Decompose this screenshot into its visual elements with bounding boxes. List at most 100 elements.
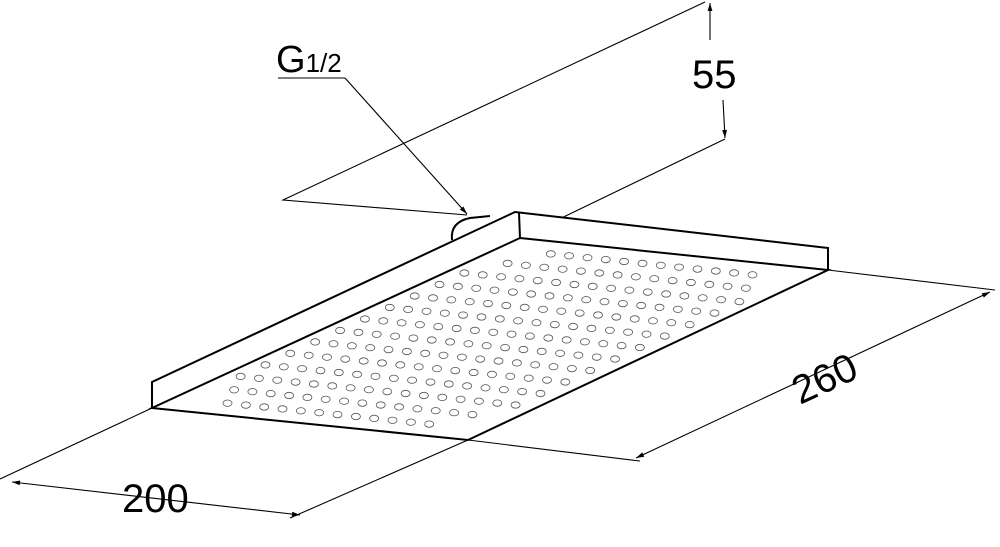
- nozzle-hole: [508, 288, 518, 296]
- nozzle-hole: [493, 357, 504, 365]
- nozzle-hole: [452, 282, 463, 290]
- nozzle-hole: [569, 280, 580, 289]
- nozzle-hole: [428, 294, 438, 302]
- nozzle-hole: [502, 259, 513, 267]
- nozzle-hole: [655, 261, 666, 269]
- length-dimension-line: [635, 291, 991, 459]
- nozzle-hole: [606, 284, 616, 292]
- nozzle-grid: [222, 250, 758, 428]
- nozzle-hole: [277, 405, 288, 413]
- nozzle-hole: [544, 292, 555, 300]
- nozzle-hole: [265, 389, 276, 398]
- nozzle-hole: [500, 343, 511, 352]
- nozzle-hole: [582, 254, 593, 262]
- nozzle-hole: [408, 334, 419, 342]
- nozzle-hole: [576, 267, 586, 275]
- nozzle-hole: [480, 384, 491, 392]
- thread-callout: G1/2: [276, 39, 468, 215]
- nozzle-hole: [290, 378, 301, 386]
- nozzle-hole: [551, 278, 561, 287]
- nozzle-hole: [612, 271, 623, 279]
- nozzle-hole: [458, 311, 469, 319]
- nozzle-hole: [496, 273, 507, 281]
- nozzle-hole: [581, 296, 592, 304]
- nozzle-hole: [523, 374, 534, 382]
- nozzle-hole: [526, 290, 537, 298]
- nozzle-hole: [310, 338, 321, 346]
- nozzle-hole: [510, 401, 521, 409]
- nozzle-hole: [555, 349, 565, 357]
- nozzle-hole: [400, 389, 411, 398]
- nozzle-hole: [667, 276, 678, 285]
- nozzle-hole: [445, 338, 456, 346]
- nozzle-hole: [437, 393, 448, 401]
- nozzle-hole: [315, 366, 326, 375]
- nozzle-hole: [560, 378, 571, 386]
- width-dimension-line: [11, 480, 301, 517]
- nozzle-hole: [468, 368, 479, 377]
- nozzle-hole: [412, 405, 423, 413]
- nozzle-hole: [481, 342, 492, 350]
- nozzle-hole: [414, 321, 425, 329]
- nozzle-hole: [598, 340, 609, 348]
- nozzle-hole: [357, 399, 368, 407]
- nozzle-hole: [729, 269, 739, 277]
- nozzle-hole: [350, 412, 361, 421]
- nozzle-hole: [365, 344, 376, 352]
- nozzle-hole: [593, 311, 603, 319]
- nozzle-hole: [247, 388, 258, 396]
- nozzle-hole: [505, 372, 516, 380]
- height-dimension: 55: [280, 1, 737, 239]
- nozzle-hole: [409, 292, 420, 300]
- nozzle-hole: [396, 319, 407, 327]
- nozzle-hole: [704, 280, 715, 288]
- width-dimension: 200: [0, 407, 469, 521]
- nozzle-hole: [521, 261, 531, 269]
- nozzle-hole: [563, 294, 573, 302]
- nozzle-hole: [580, 338, 590, 346]
- nozzle-hole: [407, 376, 418, 384]
- nozzle-hole: [450, 366, 461, 375]
- nozzle-hole: [548, 363, 559, 371]
- nozzle-hole: [418, 391, 429, 400]
- length-dimension-label: 260: [785, 345, 864, 413]
- nozzle-hole: [328, 340, 339, 348]
- nozzle-hole: [295, 407, 306, 415]
- nozzle-hole: [327, 382, 338, 390]
- nozzle-hole: [430, 407, 441, 415]
- nozzle-hole: [471, 284, 482, 292]
- nozzle-hole: [394, 403, 405, 411]
- nozzle-hole: [498, 386, 509, 394]
- nozzle-hole: [438, 351, 449, 359]
- extension-line-right: [827, 269, 996, 291]
- nozzle-hole: [542, 376, 552, 384]
- nozzle-hole: [340, 355, 351, 363]
- nozzle-hole: [352, 370, 363, 378]
- nozzle-hole: [599, 298, 610, 306]
- nozzle-hole: [518, 345, 529, 354]
- nozzle-hole: [284, 391, 295, 400]
- nozzle-hole: [573, 351, 584, 359]
- nozzle-hole: [539, 263, 550, 271]
- nozzle-hole: [378, 317, 389, 325]
- nozzle-hole: [564, 252, 574, 260]
- nozzle-hole: [425, 378, 436, 386]
- nozzle-hole: [623, 328, 633, 336]
- nozzle-hole: [587, 282, 598, 290]
- nozzle-hole: [426, 336, 437, 344]
- nozzle-hole: [345, 384, 356, 392]
- nozzle-hole: [489, 286, 500, 294]
- nozzle-hole: [403, 305, 414, 313]
- nozzle-hole: [314, 409, 325, 417]
- nozzle-hole: [358, 357, 369, 365]
- nozzle-hole: [619, 257, 629, 266]
- nozzle-hole: [747, 271, 758, 279]
- nozzle-hole: [278, 363, 289, 371]
- nozzle-hole: [229, 386, 240, 394]
- nozzle-hole: [538, 305, 548, 313]
- nozzle-hole: [501, 301, 512, 310]
- nozzle-hole: [369, 414, 380, 422]
- extension-line-top: [280, 1, 706, 216]
- nozzle-hole: [531, 319, 542, 327]
